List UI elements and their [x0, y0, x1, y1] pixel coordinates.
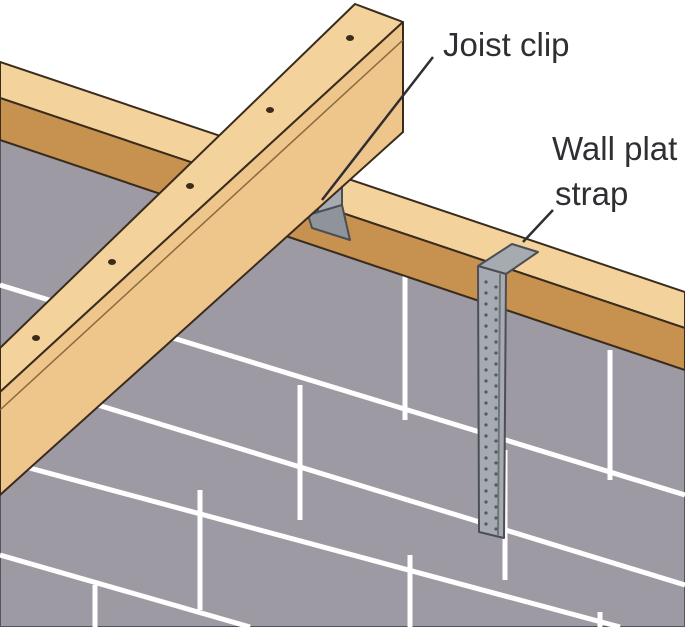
strap-hole [484, 423, 488, 427]
leader-lines [321, 56, 554, 243]
joist-clip-base [307, 204, 351, 241]
strap-hole [494, 340, 498, 344]
strap-holes [484, 280, 498, 531]
strap-hole [484, 467, 488, 471]
label-wall-plate-strap-line1: Wall plat [552, 130, 677, 167]
labels: Joist clip Wall plat strap [443, 26, 677, 212]
strap-hole [494, 417, 498, 421]
strap-hole [484, 489, 488, 493]
strap-hole [484, 478, 488, 482]
strap-hole [494, 362, 498, 366]
joist-clip-leader [321, 56, 434, 201]
bed-joint-2 [0, 372, 685, 588]
strap-hole [494, 428, 498, 432]
label-wall-plate-strap-line2: strap [555, 175, 628, 212]
strap-vertical [477, 265, 507, 539]
nail-hole [266, 107, 274, 113]
strap-hole [494, 461, 498, 465]
strap-hole [484, 445, 488, 449]
strap-hole [484, 313, 488, 317]
nail-hole [108, 259, 116, 265]
nail-hole [186, 183, 194, 189]
strap-hole [494, 406, 498, 410]
strap-hole [494, 450, 498, 454]
strap-hole [484, 522, 488, 526]
strap-hole [484, 280, 488, 284]
strap-hole [494, 505, 498, 509]
strap-hole [494, 285, 498, 289]
strap-hole [494, 494, 498, 498]
bed-joint-3 [0, 457, 621, 627]
strap-hole [494, 439, 498, 443]
joist-arris [0, 39, 404, 411]
mortar-joints [0, 275, 685, 627]
joist-nail-holes [32, 35, 354, 341]
label-joist-clip: Joist clip [443, 26, 570, 63]
wall-plate-strap [477, 243, 539, 539]
joist-top-face [0, 3, 404, 393]
strap-hole [494, 516, 498, 520]
strap-edge-shade [497, 273, 501, 537]
bed-joint-4 [0, 552, 251, 627]
strap-hole [484, 335, 488, 339]
strap-hole [484, 390, 488, 394]
strap-hole [494, 318, 498, 322]
strap-hole [494, 296, 498, 300]
strap-hole [484, 401, 488, 405]
strap-hole [484, 324, 488, 328]
strap-hole [494, 307, 498, 311]
strap-hole [494, 351, 498, 355]
strap-hole [484, 368, 488, 372]
strap-hole [494, 527, 498, 531]
strap-hole [484, 302, 488, 306]
strap-hole [484, 379, 488, 383]
strap-hole [484, 456, 488, 460]
strap-hole [484, 346, 488, 350]
strap-hole [484, 357, 488, 361]
strap-hole [484, 291, 488, 295]
strap-hole [494, 329, 498, 333]
strap-hole [494, 483, 498, 487]
nail-hole [32, 335, 40, 341]
strap-hole [494, 384, 498, 388]
strap-hole [494, 472, 498, 476]
strap-hole [494, 395, 498, 399]
strap-hole [484, 511, 488, 515]
nail-hole [346, 35, 354, 41]
strap-hole [484, 434, 488, 438]
strap-hole [494, 373, 498, 377]
strap-hole [484, 412, 488, 416]
strap-hole [484, 500, 488, 504]
wall-plate-strap-leader [522, 209, 554, 243]
